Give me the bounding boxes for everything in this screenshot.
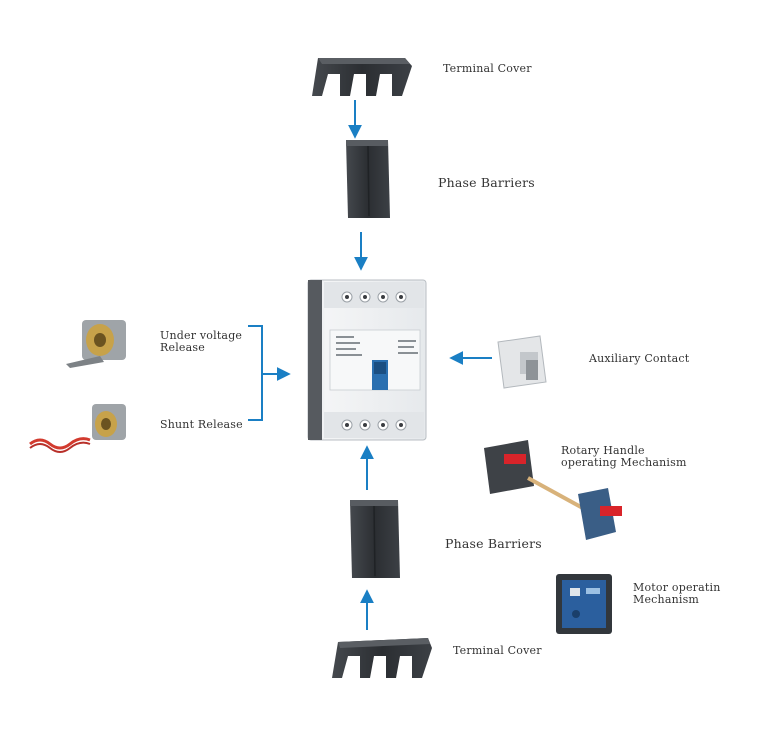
phase-barriers-bottom-label: Phase Barriers (445, 536, 542, 551)
arrows (248, 100, 492, 630)
terminal-cover-bottom-image (332, 638, 432, 678)
terminal-cover-top-label: Terminal Cover (443, 62, 532, 75)
terminal-cover-top-image (312, 58, 412, 96)
phase-barriers-bottom-image (350, 500, 400, 578)
circuit-breaker-image (307, 279, 427, 441)
phase-barriers-top-label: Phase Barriers (438, 175, 535, 190)
terminal-cover-bottom-label: Terminal Cover (453, 644, 542, 657)
motor-operating-line1: Motor operatin (633, 581, 721, 594)
auxiliary-contact-label: Auxiliary Contact (589, 352, 690, 365)
motor-operating-mechanism-label: Motor operatin Mechanism (633, 582, 721, 606)
phase-barriers-top-image (346, 140, 390, 218)
under-voltage-release-line1: Under voltage (160, 329, 243, 342)
under-voltage-release-line2: Release (160, 341, 205, 354)
shunt-release-label: Shunt Release (160, 418, 243, 431)
rotary-handle-label: Rotary Handle operating Mechanism (561, 445, 687, 469)
motor-operating-line2: Mechanism (633, 593, 700, 606)
shunt-release-image (29, 404, 126, 453)
rotary-handle-image (484, 440, 622, 540)
rotary-handle-line2: operating Mechanism (561, 456, 687, 469)
release-bracket (248, 325, 263, 421)
rotary-handle-line1: Rotary Handle (561, 444, 645, 457)
motor-operating-mechanism-image (556, 574, 612, 634)
auxiliary-contact-image (497, 335, 547, 389)
under-voltage-release-label: Under voltage Release (160, 330, 242, 354)
under-voltage-release-image (66, 320, 126, 368)
